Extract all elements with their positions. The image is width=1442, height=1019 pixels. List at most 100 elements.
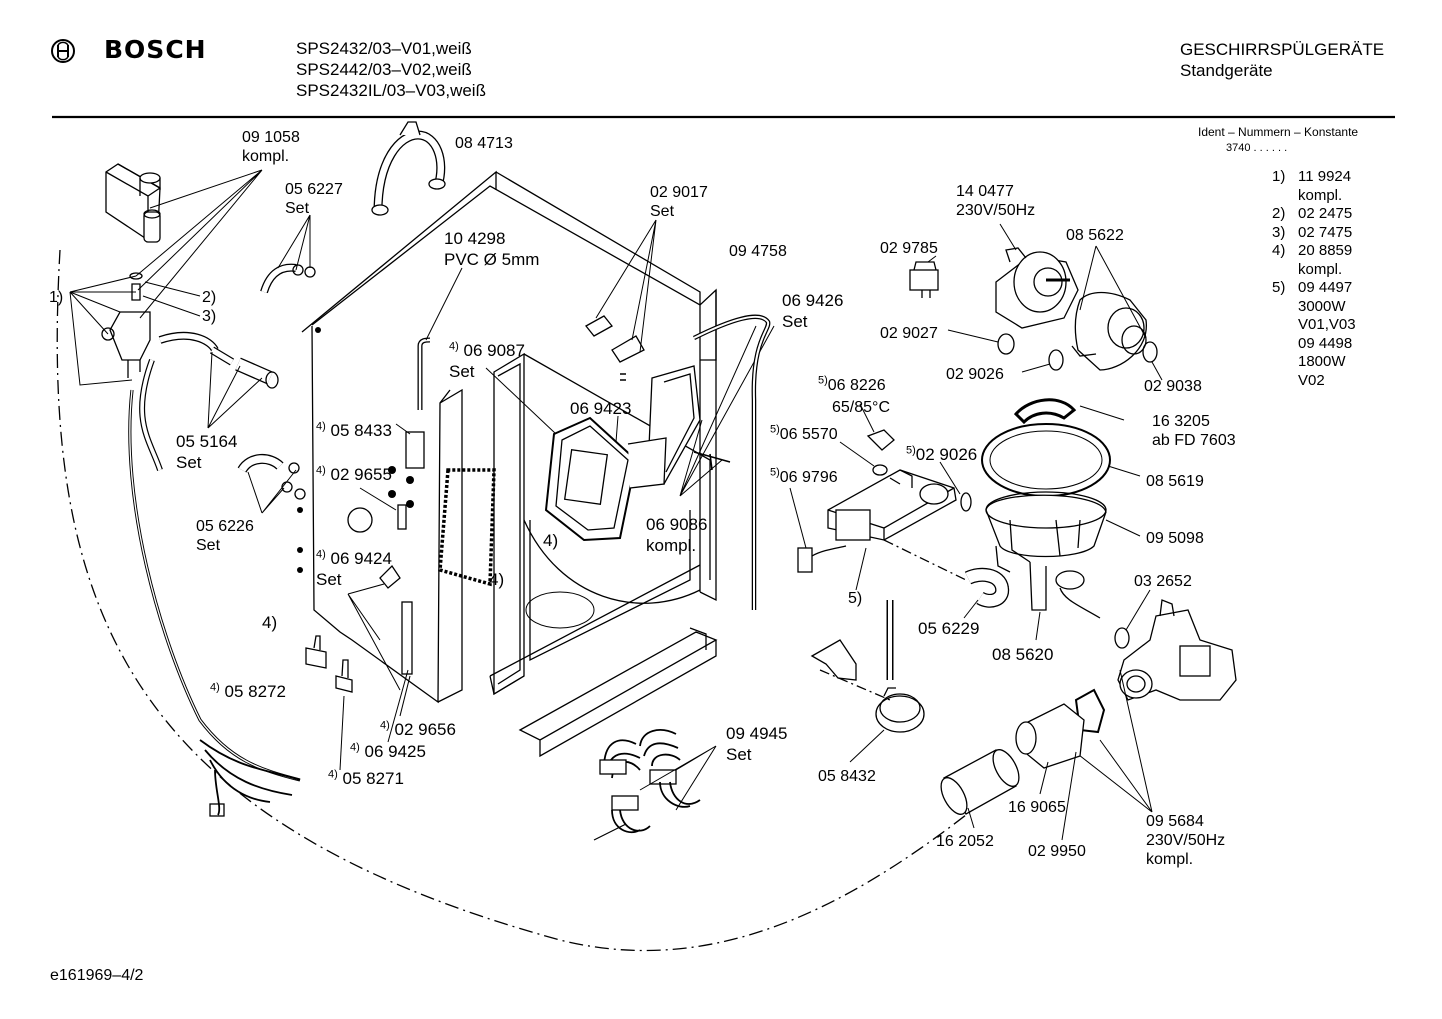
base-rail-part [518, 631, 718, 758]
part-label: 16 3205 [1152, 413, 1210, 430]
bracket-part [611, 335, 645, 363]
part-label: 09 5684 [1146, 813, 1204, 830]
part-label: Set [650, 203, 675, 220]
ref-label: 5) [848, 590, 863, 607]
part-label: 02 9950 [1028, 843, 1086, 860]
seal-ring-part [1048, 349, 1064, 371]
part-label: 4) 05 8271 [328, 768, 404, 788]
part-label: 08 5619 [1146, 473, 1204, 490]
part-label: 06 9426 [782, 291, 844, 310]
bushing-part [997, 333, 1015, 355]
ref-label: 3) [202, 308, 217, 325]
part-label: 02 9785 [880, 240, 938, 257]
clamp-set-part [209, 346, 279, 389]
model-line: SPS2432/03–V01,weiß [296, 39, 472, 58]
key-row: kompl. [1298, 260, 1343, 278]
part-label: 06 9086 [646, 515, 708, 534]
part-label: Set [726, 745, 752, 764]
part-label: 03 2652 [1134, 573, 1192, 590]
part-label: Set [176, 453, 202, 472]
sump-housing-part [985, 491, 1107, 619]
aquastop-valve-part [101, 311, 151, 378]
cover-part [1013, 398, 1077, 425]
screw-part [131, 283, 141, 301]
pressure-switch-part [875, 687, 925, 733]
part-label: PVC Ø 5mm [444, 250, 540, 269]
bracket-part [585, 315, 613, 337]
brand-wordmark: BOSCH [104, 35, 207, 64]
ref-label: 4) [543, 531, 559, 550]
part-label: 02 9027 [880, 325, 938, 342]
connector-part [909, 261, 939, 298]
ident-code: 3740 . . . . . . [1226, 142, 1288, 154]
circulation-pump-motor-part [995, 247, 1079, 329]
adapter-part [1015, 703, 1085, 769]
seal-ring-part [1114, 627, 1130, 649]
part-label: 05 5164 [176, 432, 238, 451]
part-label: 09 4758 [729, 243, 787, 260]
ref-label: 2) [202, 289, 217, 306]
part-label: kompl. [242, 148, 290, 165]
key-row: V01,V03 [1298, 316, 1356, 333]
part-label: Set [285, 200, 310, 217]
float-part [401, 601, 413, 675]
part-label: Set [316, 570, 342, 589]
part-label: 4) 05 8272 [210, 681, 286, 701]
part-label: 4) 02 9655 [316, 464, 392, 484]
key-row: V02 [1298, 371, 1325, 389]
part-label: 16 9065 [1008, 799, 1066, 816]
part-label: 4) 02 9656 [380, 719, 456, 739]
hose-set-part [260, 263, 316, 294]
door-seal-part [438, 468, 496, 587]
part-label: Set [449, 362, 475, 381]
part-label: ab FD 7603 [1152, 432, 1236, 449]
key-row: 09 4498 [1298, 334, 1353, 352]
part-label: 02 9026 [946, 366, 1004, 383]
part-label: Set [196, 537, 221, 554]
part-label: 4) 06 9425 [350, 741, 426, 761]
key-row: 1800W [1298, 353, 1346, 370]
switch-part [797, 547, 813, 573]
ref-label: 4) [489, 570, 505, 589]
switch-part [305, 635, 353, 693]
model-line: SPS2442/03–V02,weiß [296, 60, 472, 79]
category-block: GESCHIRRSPÜLGERÄTE Standgeräte [1180, 39, 1384, 81]
part-label: 08 5622 [1066, 227, 1124, 244]
key-row: 1)11 9924 [1272, 168, 1352, 185]
key-row: 3)02 7475 [1272, 223, 1353, 241]
part-label: 230V/50Hz [956, 202, 1036, 219]
seal-ring-part [1142, 341, 1158, 363]
key-row: 4)20 8859 [1272, 242, 1353, 259]
part-label: 14 0477 [956, 183, 1014, 200]
part-label: 02 9038 [1144, 378, 1202, 395]
ref-label: 1) [49, 289, 64, 306]
part-label: 5)06 9796 [770, 466, 838, 486]
washer-part [129, 272, 143, 280]
part-label: 09 4945 [726, 724, 788, 743]
key-row: 5)09 4497 [1272, 279, 1353, 296]
category-subtitle: Standgeräte [1180, 61, 1273, 80]
part-label: 05 6226 [196, 518, 254, 535]
drain-pump-part [1117, 599, 1237, 701]
category-title: GESCHIRRSPÜLGERÄTE [1180, 40, 1385, 59]
panel-holes [297, 327, 414, 573]
part-label: 05 8432 [818, 768, 876, 785]
pump-housing-part [1071, 291, 1147, 371]
reed-switch-part [397, 504, 407, 530]
part-label: 230V/50Hz [1146, 832, 1226, 849]
part-label: 5)02 9026 [906, 444, 978, 464]
heater-assembly-part [827, 469, 967, 581]
cable-harness-part [593, 729, 701, 841]
thermostat-part [405, 431, 425, 469]
handle-part [371, 121, 446, 216]
part-label: 4) 06 9424 [316, 548, 392, 568]
document-code: e161969–4/2 [50, 967, 144, 984]
bosch-logo-icon [51, 39, 75, 63]
cable-path-line [56, 249, 986, 952]
key-row: kompl. [1298, 186, 1343, 204]
key-row: 3000W [1298, 297, 1346, 315]
part-label: 05 6227 [285, 181, 343, 198]
ref-label: 4) [262, 613, 278, 632]
part-label: 16 2052 [936, 833, 994, 850]
